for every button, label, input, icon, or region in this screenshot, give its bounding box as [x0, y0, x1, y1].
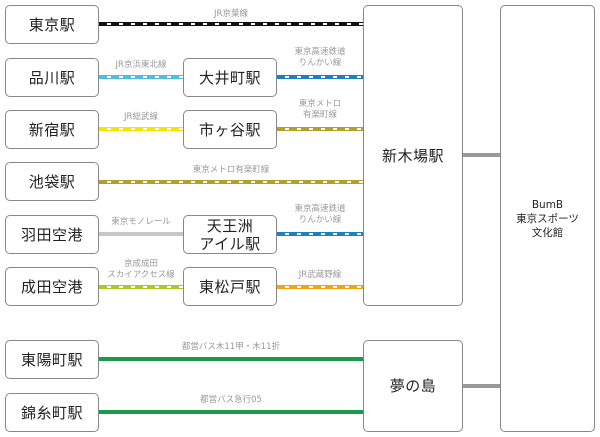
station-shinjuku-label: 新宿駅 — [28, 120, 76, 139]
station-ichigaya: 市ヶ谷駅 — [183, 110, 277, 149]
caption-jr-musashino: JR武蔵野線 — [298, 270, 342, 280]
line-tokyo-monorail — [99, 232, 183, 236]
line-jr-musashino — [277, 285, 363, 289]
line-jr-sobu — [99, 127, 183, 131]
station-shinagawa-label: 品川駅 — [28, 68, 76, 87]
station-higashimatsudo: 東松戸駅 — [183, 267, 277, 306]
caption-yurakucho-1: 東京メトロ — [298, 99, 342, 109]
caption-rinkai-oimachi-1: 東京高速鉄道 — [294, 47, 346, 57]
station-tennozu-label-1: 天王洲 — [206, 216, 254, 235]
station-ikebukuro-label: 池袋駅 — [28, 172, 76, 191]
station-kinshicho-label: 錦糸町駅 — [20, 403, 83, 422]
caption-yurakucho-ikebukuro: 東京メトロ有楽町線 — [192, 165, 270, 175]
caption-rinkai-tennozu-1: 東京高速鉄道 — [294, 204, 346, 214]
station-tennozu-isle: 天王洲 アイル駅 — [183, 215, 277, 254]
connector-shinkiba-destination — [463, 153, 500, 157]
station-shinkiba-label: 新木場駅 — [381, 146, 444, 165]
caption-tokyo-monorail: 東京モノレール — [111, 217, 171, 227]
caption-bus-ki11: 都営バス木11甲・木11折 — [181, 342, 281, 352]
station-tokyo: 東京駅 — [5, 5, 99, 44]
caption-skyaccess-2: スカイアクセス線 — [107, 270, 175, 280]
destination-label-2: 東京スポーツ — [516, 212, 579, 225]
station-ichigaya-label: 市ヶ谷駅 — [198, 120, 261, 139]
caption-skyaccess-1: 京成成田 — [123, 259, 158, 269]
station-haneda-label: 羽田空港 — [20, 225, 83, 244]
line-bus-ki11 — [99, 357, 363, 361]
station-tennozu-label-2: アイル駅 — [199, 234, 261, 253]
line-skyaccess — [99, 285, 183, 289]
station-kinshicho: 錦糸町駅 — [5, 393, 99, 432]
caption-jr-keiyo: JR京葉線 — [214, 9, 248, 19]
station-tokyo-label: 東京駅 — [28, 15, 76, 34]
station-toyocho-label: 東陽町駅 — [20, 350, 83, 369]
line-rinkai-oimachi — [277, 75, 363, 79]
caption-jr-sobu: JR総武線 — [124, 112, 158, 122]
station-ikebukuro: 池袋駅 — [5, 162, 99, 201]
line-yurakucho-ichigaya — [277, 127, 363, 131]
destination-bumb: BumB 東京スポーツ 文化館 — [500, 5, 595, 432]
station-shinjuku: 新宿駅 — [5, 110, 99, 149]
station-shinkiba: 新木場駅 — [363, 5, 463, 306]
line-bus-kyuko05 — [99, 410, 363, 414]
station-narita: 成田空港 — [5, 267, 99, 306]
station-oimachi-label: 大井町駅 — [198, 68, 261, 87]
line-rinkai-tennozu — [277, 232, 363, 236]
station-shinagawa: 品川駅 — [5, 58, 99, 97]
station-toyocho: 東陽町駅 — [5, 340, 99, 379]
line-jr-keiyo — [99, 22, 363, 26]
caption-bus-kyuko05: 都営バス急行05 — [200, 395, 262, 405]
caption-rinkai-tennozu-2: りんかい線 — [298, 215, 342, 225]
station-higashimatsudo-label: 東松戸駅 — [198, 277, 261, 296]
caption-rinkai-oimachi-2: りんかい線 — [298, 58, 342, 68]
line-jr-keihin-tohoku — [99, 75, 183, 79]
station-oimachi: 大井町駅 — [183, 58, 277, 97]
destination-label-1: BumB — [531, 198, 564, 211]
station-yumenoshima: 夢の島 — [363, 340, 463, 432]
line-yurakucho-ikebukuro — [99, 180, 363, 184]
caption-yurakucho-2: 有楽町線 — [302, 110, 337, 120]
station-haneda: 羽田空港 — [5, 215, 99, 254]
station-narita-label: 成田空港 — [20, 277, 83, 296]
connector-yumenoshima-destination — [463, 384, 500, 388]
destination-label-3: 文化館 — [531, 226, 564, 239]
station-yumenoshima-label: 夢の島 — [389, 377, 437, 395]
caption-jr-keihin-tohoku: JR京浜東北線 — [115, 60, 167, 70]
